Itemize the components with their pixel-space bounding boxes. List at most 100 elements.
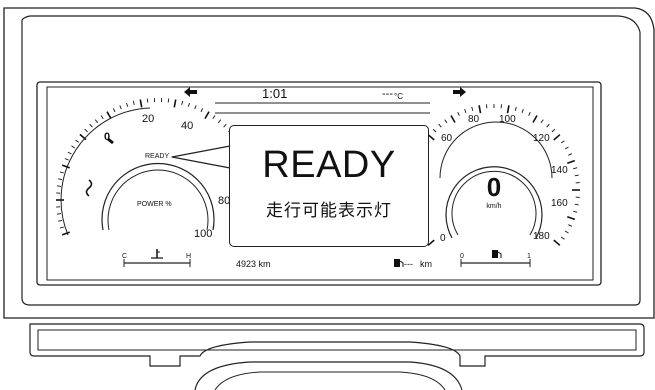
outside-temp-unit: °C	[394, 92, 403, 101]
speedometer-arc-3	[439, 121, 553, 179]
speed-tick-mark	[427, 134, 435, 141]
power-tick-mark	[64, 158, 69, 161]
speed-tick-mark	[450, 115, 456, 123]
speed-tick-80: 80	[468, 114, 480, 125]
temp-hot-label: H	[186, 253, 191, 260]
steering-column-inner	[214, 371, 446, 390]
speed-tick-mark	[432, 128, 437, 133]
range-unit: km	[420, 259, 432, 269]
power-tick-mark	[89, 123, 93, 128]
power-tick-mark	[56, 185, 62, 187]
steering-column	[194, 361, 463, 390]
speed-tick-mark	[573, 167, 578, 170]
coolant-temperature-icon	[151, 249, 163, 259]
fuel-pump-icon	[394, 259, 404, 267]
power-percent-label: POWER %	[137, 201, 172, 208]
power-tick-mark	[204, 111, 210, 120]
odometer-value: 4923 km	[236, 259, 271, 269]
speed-tick-mark	[553, 239, 561, 246]
speed-tick-180: 180	[533, 231, 550, 242]
callout-caption: 走行可能表示灯	[266, 201, 392, 221]
range-display: --- km	[394, 259, 432, 269]
outside-temp-value: ---	[382, 88, 393, 100]
speed-tick-mark	[528, 111, 531, 116]
fuel-empty-label: 0	[460, 253, 464, 260]
speed-tick-mark	[560, 140, 565, 144]
power-meter-arc-3	[60, 107, 151, 236]
cluster-housing-outline	[3, 7, 655, 319]
display-outer-frame	[36, 81, 602, 286]
speed-tick-160: 160	[551, 198, 568, 209]
power-tick-mark	[59, 171, 64, 174]
speed-tick-mark	[564, 146, 569, 150]
speed-tick-mark	[573, 210, 578, 213]
regen-icon	[85, 179, 93, 197]
power-tick-80: 80	[218, 195, 230, 207]
range-value: ---	[404, 259, 413, 269]
power-tick-mark	[187, 102, 190, 107]
power-tick-mark	[100, 115, 104, 120]
speed-tick-mark	[574, 174, 579, 177]
power-tick-mark	[181, 100, 184, 106]
speed-tick-mark	[506, 105, 510, 114]
speed-tick-mark	[560, 236, 565, 240]
temp-cold-label: C	[122, 253, 127, 260]
speed-value: 0	[487, 172, 501, 202]
speed-tick-mark	[521, 109, 524, 114]
power-tick-mark	[139, 99, 143, 108]
power-tick-mark	[200, 108, 204, 113]
power-tick-mark	[58, 219, 63, 222]
power-tick-mark	[112, 108, 116, 113]
speed-tick-60: 60	[441, 133, 453, 144]
lower-panel-outline	[29, 323, 645, 367]
speed-tick-mark	[540, 119, 544, 124]
speed-tick-100: 100	[499, 114, 516, 125]
speed-tick-mark	[457, 111, 460, 116]
ready-indicator: READY	[145, 153, 169, 160]
speed-tick-mark	[444, 119, 448, 124]
power-tick-20: 20	[142, 113, 154, 125]
power-meter-zero-mark	[107, 137, 114, 145]
power-tick-mark	[79, 133, 87, 141]
power-tick-mark	[173, 99, 177, 108]
power-tick-mark	[84, 128, 88, 133]
speed-tick-mark	[546, 123, 550, 128]
power-tick-mark	[167, 98, 170, 103]
power-tick-mark	[75, 139, 79, 143]
power-tick-mark	[58, 178, 63, 181]
power-tick-mark	[132, 100, 135, 106]
power-tick-mark	[106, 111, 112, 120]
speed-tick-mark	[438, 123, 442, 128]
speed-unit: km/h	[486, 203, 501, 210]
fuel-full-label: 1	[527, 253, 531, 260]
lower-panel-inner	[37, 329, 637, 351]
cluster-housing-inner	[21, 15, 641, 306]
speed-tick-mark	[471, 106, 474, 111]
right-arrow-icon	[453, 87, 466, 97]
fuel-gauge: 0 1	[460, 250, 531, 267]
power-tick-mark	[59, 226, 64, 229]
power-tick-mark	[217, 119, 222, 124]
speedometer-arc-1	[445, 166, 543, 239]
power-meter-ticks	[56, 98, 237, 236]
speed-tick-mark	[464, 109, 467, 114]
power-tick-mark	[126, 102, 129, 107]
speed-tick-0: 0	[440, 233, 446, 244]
speed-tick-mark	[514, 106, 517, 111]
speed-tick-mark	[568, 153, 573, 156]
power-tick-mark	[194, 105, 197, 110]
speedometer-arc-2	[451, 170, 537, 236]
power-tick-mark	[56, 213, 62, 215]
power-tick-0: 0	[104, 131, 110, 143]
power-tick-mark	[146, 98, 149, 103]
callout-box: READY 走行可能表示灯	[229, 125, 429, 247]
power-tick-mark	[61, 164, 70, 169]
speed-tick-mark	[478, 105, 482, 114]
power-tick-mark	[71, 145, 76, 149]
callout-pointer	[171, 145, 231, 169]
callout-title: READY	[262, 144, 396, 186]
power-meter: 0 20 40 80 100 READY POWER %	[56, 98, 237, 240]
power-tick-40: 40	[181, 120, 193, 132]
left-arrow-icon	[184, 87, 197, 97]
speed-tick-mark	[551, 128, 556, 133]
